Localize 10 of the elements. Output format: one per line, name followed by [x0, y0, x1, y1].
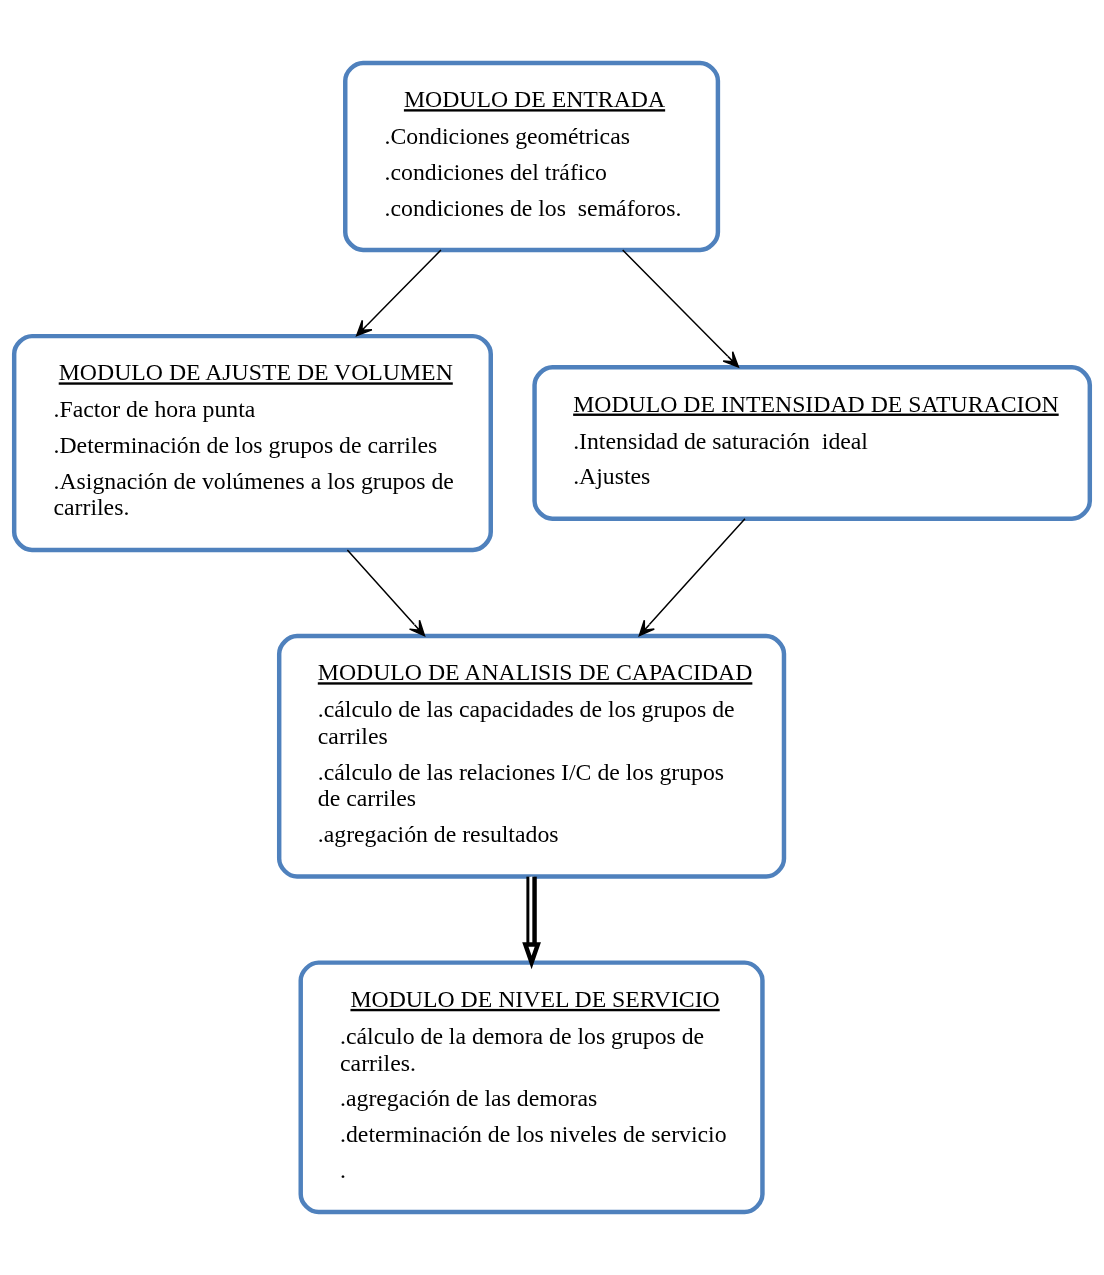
arrow — [355, 249, 442, 337]
node-box: MODULO DE ENTRADA .Condiciones geométricas .condiciones del tráfico .condiciones de los semáforos. — [343, 60, 721, 253]
node-box: MODULO DE NIVEL DE SERVICIO .cálculo de la demora de los grupos de carriles. .agregación de las demoras .determinación de los niveles de servicio . — [298, 960, 765, 1215]
node-box: MODULO DE INTENSIDAD DE SATURACION .Intensidad de saturación ideal .Ajustes — [532, 365, 1093, 521]
arrow — [621, 249, 740, 368]
arrow — [522, 876, 541, 970]
arrow — [346, 549, 426, 637]
node-box: MODULO DE AJUSTE DE VOLUMEN .Factor de hora punta .Determinación de los grupos de carriles .Asignación de volúmenes a los grupos de carriles. — [11, 333, 493, 553]
node-box: MODULO DE ANALISIS DE CAPACIDAD .cálculo de las capacidades de los grupos de carriles .cálculo de las relaciones I/C de los grupos de carriles .agregación de resultados — [276, 633, 787, 879]
arrow — [638, 518, 746, 637]
